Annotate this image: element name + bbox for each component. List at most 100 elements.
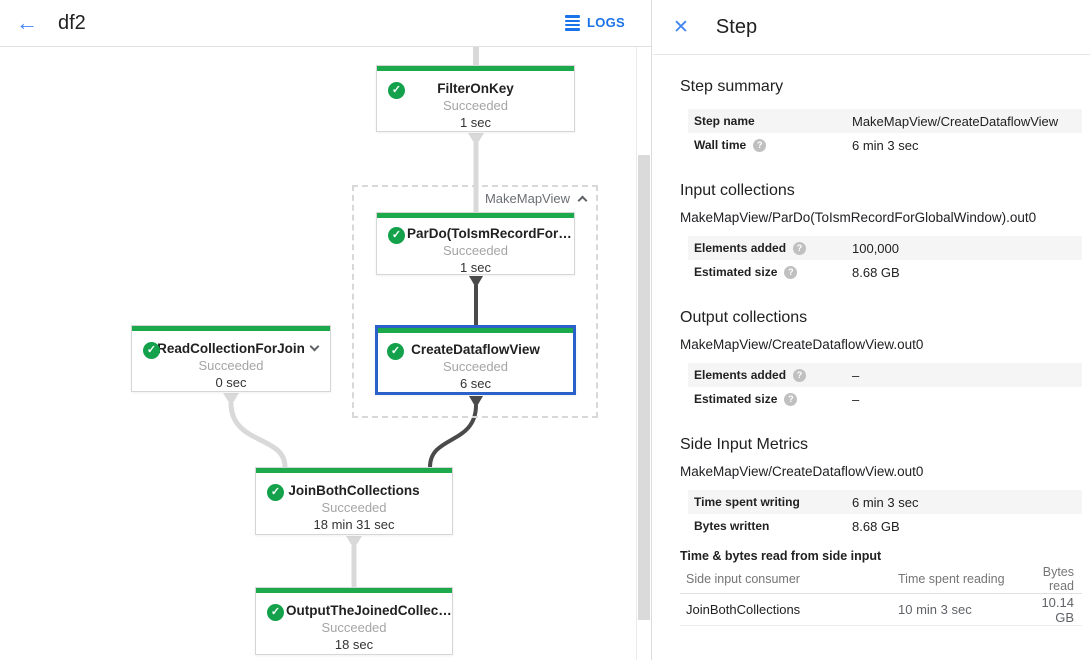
row-value: 8.68 GB [852,264,900,280]
node-time: 0 sec [215,375,247,390]
graph-node-joinbothcollections[interactable]: ✓ JoinBothCollections Succeeded 18 min 3… [255,467,453,535]
node-status-bar [256,468,452,473]
collection-name: MakeMapView/CreateDataflowView.out0 [680,464,924,479]
help-icon[interactable]: ? [753,138,767,152]
section-input-collections: Input collections MakeMapView/ParDo(ToIs… [680,182,1082,284]
step-detail-panel: ✕ Step Step summary Step name MakeMapVie… [653,0,1090,660]
succeeded-check-icon: ✓ [143,342,160,359]
graph-pane: ← df2 LOGS [0,0,652,660]
column-header: Side input consumer [686,572,800,586]
table-row: Step name MakeMapView/CreateDataflowView [688,109,1082,133]
node-time: 1 sec [459,115,492,130]
column-header: Time spent reading [898,572,1005,586]
succeeded-check-icon: ✓ [388,82,405,99]
panel-header: ✕ Step [653,0,1090,55]
column-header: Bytes read [1042,565,1074,593]
section-side-input-metrics: Side Input Metrics MakeMapView/CreateDat… [680,436,1082,538]
table-row: Wall time? 6 min 3 sec [688,133,1082,157]
node-time: 1 sec [459,260,492,275]
graph-node-outputthejoinedcollection[interactable]: ✓ OutputTheJoinedCollec… Succeeded 18 se… [255,587,453,655]
row-value: – [852,367,860,383]
node-title: JoinBothCollections [288,483,420,498]
graph-node-createdataflowview[interactable]: ✓ CreateDataflowView Succeeded 6 sec [375,325,576,395]
row-label: Bytes written [694,519,770,533]
job-title: df2 [58,11,86,34]
graph-node-filteronkey[interactable]: ✓ FilterOnKey Succeeded 1 sec [376,65,575,132]
table-row: Estimated size? 8.68 GB [688,260,1082,284]
collection-name: MakeMapView/ParDo(ToIsmRecordForGlobalWi… [680,210,1037,225]
row-label: Elements added [694,368,787,382]
graph-header: ← df2 LOGS [0,0,651,47]
pipeline-graph-canvas[interactable]: MakeMapView ✓ FilterOnKey Succeeded 1 se… [0,47,651,660]
section-output-collections: Output collections MakeMapView/CreateDat… [680,309,1082,411]
node-status: Succeeded [442,243,509,258]
table-heading: Time & bytes read from side input [680,549,882,563]
collection-name: MakeMapView/CreateDataflowView.out0 [680,337,924,352]
row-value: 8.68 GB [852,518,900,534]
graph-node-readcollectionforjoin[interactable]: ✓ ReadCollectionForJoin Succeeded 0 sec [131,325,331,392]
section-heading: Step summary [680,78,784,95]
graph-scrollbar [636,47,651,660]
row-label: Elements added [694,241,787,255]
node-status-bar [377,66,574,71]
node-title: ParDo(ToIsmRecordFor… [407,226,572,241]
node-time: 6 sec [459,376,492,391]
node-time: 18 sec [334,637,374,652]
node-status-bar [377,213,574,218]
row-value: 6 min 3 sec [852,494,919,510]
node-status-bar [256,588,452,593]
node-status: Succeeded [442,98,509,113]
section-heading: Input collections [680,182,795,199]
node-status: Succeeded [442,359,509,374]
node-status-bar [378,328,573,333]
node-status-bar [132,326,330,331]
succeeded-check-icon: ✓ [387,343,404,360]
succeeded-check-icon: ✓ [267,484,284,501]
node-title: ReadCollectionForJoin [157,341,305,356]
back-arrow-icon[interactable]: ← [16,10,38,35]
cell-bytes-read: 10.14 GB [1041,594,1074,625]
section-step-summary: Step summary Step name MakeMapView/Creat… [680,78,1082,157]
cell-side-input-consumer: JoinBothCollections [686,602,801,617]
table-row: Time spent writing 6 min 3 sec [688,490,1082,514]
panel-title: Step [715,15,758,38]
graph-node-pardo-toismrecord[interactable]: ✓ ParDo(ToIsmRecordFor… Succeeded 1 sec [376,212,575,275]
close-icon[interactable]: ✕ [673,16,689,38]
panel-body: Step summary Step name MakeMapView/Creat… [653,55,1090,626]
help-icon[interactable]: ? [784,265,798,279]
help-icon[interactable]: ? [793,368,807,382]
logs-list-icon [564,15,580,31]
node-status: Succeeded [198,358,264,373]
logs-button-label: LOGS [586,15,625,31]
row-label: Step name [694,114,755,128]
table-row: Bytes written 8.68 GB [688,514,1082,538]
logs-button[interactable]: LOGS [564,15,625,31]
table-row: Elements added? – [688,363,1082,387]
row-label: Time spent writing [694,495,800,509]
group-label-text: MakeMapView [484,191,570,206]
chevron-up-icon [577,195,588,205]
node-title: OutputTheJoinedCollec… [286,603,452,618]
graph-scrollbar-thumb[interactable] [638,155,650,620]
node-time: 18 min 31 sec [313,517,395,532]
section-heading: Output collections [680,309,808,326]
succeeded-check-icon: ✓ [388,227,405,244]
node-status: Succeeded [321,500,387,515]
row-label: Estimated size [694,392,778,406]
makemapview-group-box [352,185,598,418]
help-icon[interactable]: ? [784,392,798,406]
cell-time-spent-reading: 10 min 3 sec [898,602,972,617]
row-value: – [852,391,860,407]
row-value: 100,000 [852,240,899,256]
row-label: Wall time [694,138,747,152]
node-status: Succeeded [321,620,387,635]
node-title: FilterOnKey [437,81,514,96]
succeeded-check-icon: ✓ [267,604,284,621]
help-icon[interactable]: ? [793,241,807,255]
section-heading: Side Input Metrics [680,436,809,453]
makemapview-group-toggle[interactable]: MakeMapView [352,191,588,206]
table-row: Elements added? 100,000 [688,236,1082,260]
side-input-read-table: Time & bytes read from side input Side i… [680,549,1082,626]
row-label: Estimated size [694,265,778,279]
